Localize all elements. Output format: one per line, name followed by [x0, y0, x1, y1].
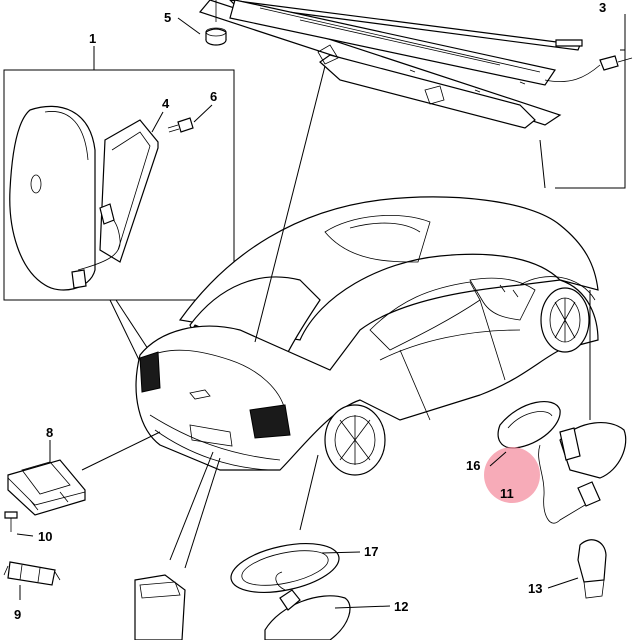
side-marker-assembly [497, 401, 627, 524]
callout-1: 1 [89, 31, 96, 46]
callout-4: 4 [162, 96, 170, 111]
callout-13: 13 [528, 581, 542, 596]
leader-3 [555, 14, 626, 189]
festoon-bulb-9 [3, 561, 61, 586]
lens-17 [230, 543, 340, 593]
callout-10: 10 [38, 529, 52, 544]
highlight-marker [484, 447, 540, 503]
car-illustration [135, 196, 599, 476]
callout-3: 3 [599, 0, 606, 15]
grommet-5 [205, 0, 227, 46]
licence-lamp-8 [7, 459, 86, 516]
callout-6: 6 [210, 89, 217, 104]
screw-6 [167, 117, 194, 133]
callout-11: 11 [500, 486, 514, 501]
reverse-lamp-housing [134, 574, 186, 640]
callout-12: 12 [394, 599, 408, 614]
spoiler-assembly [198, 0, 633, 129]
callout-9: 9 [14, 607, 21, 622]
side-repeater-12 [264, 571, 351, 640]
callout-8: 8 [46, 425, 53, 440]
callout-5: 5 [164, 10, 171, 25]
screw-10 [4, 511, 18, 532]
wedge-bulb-13 [577, 539, 607, 599]
detail-box-1 [3, 69, 235, 301]
callout-16: 16 [466, 458, 480, 473]
boot-lamp-assembly [9, 105, 159, 291]
callout-17: 17 [364, 544, 378, 559]
